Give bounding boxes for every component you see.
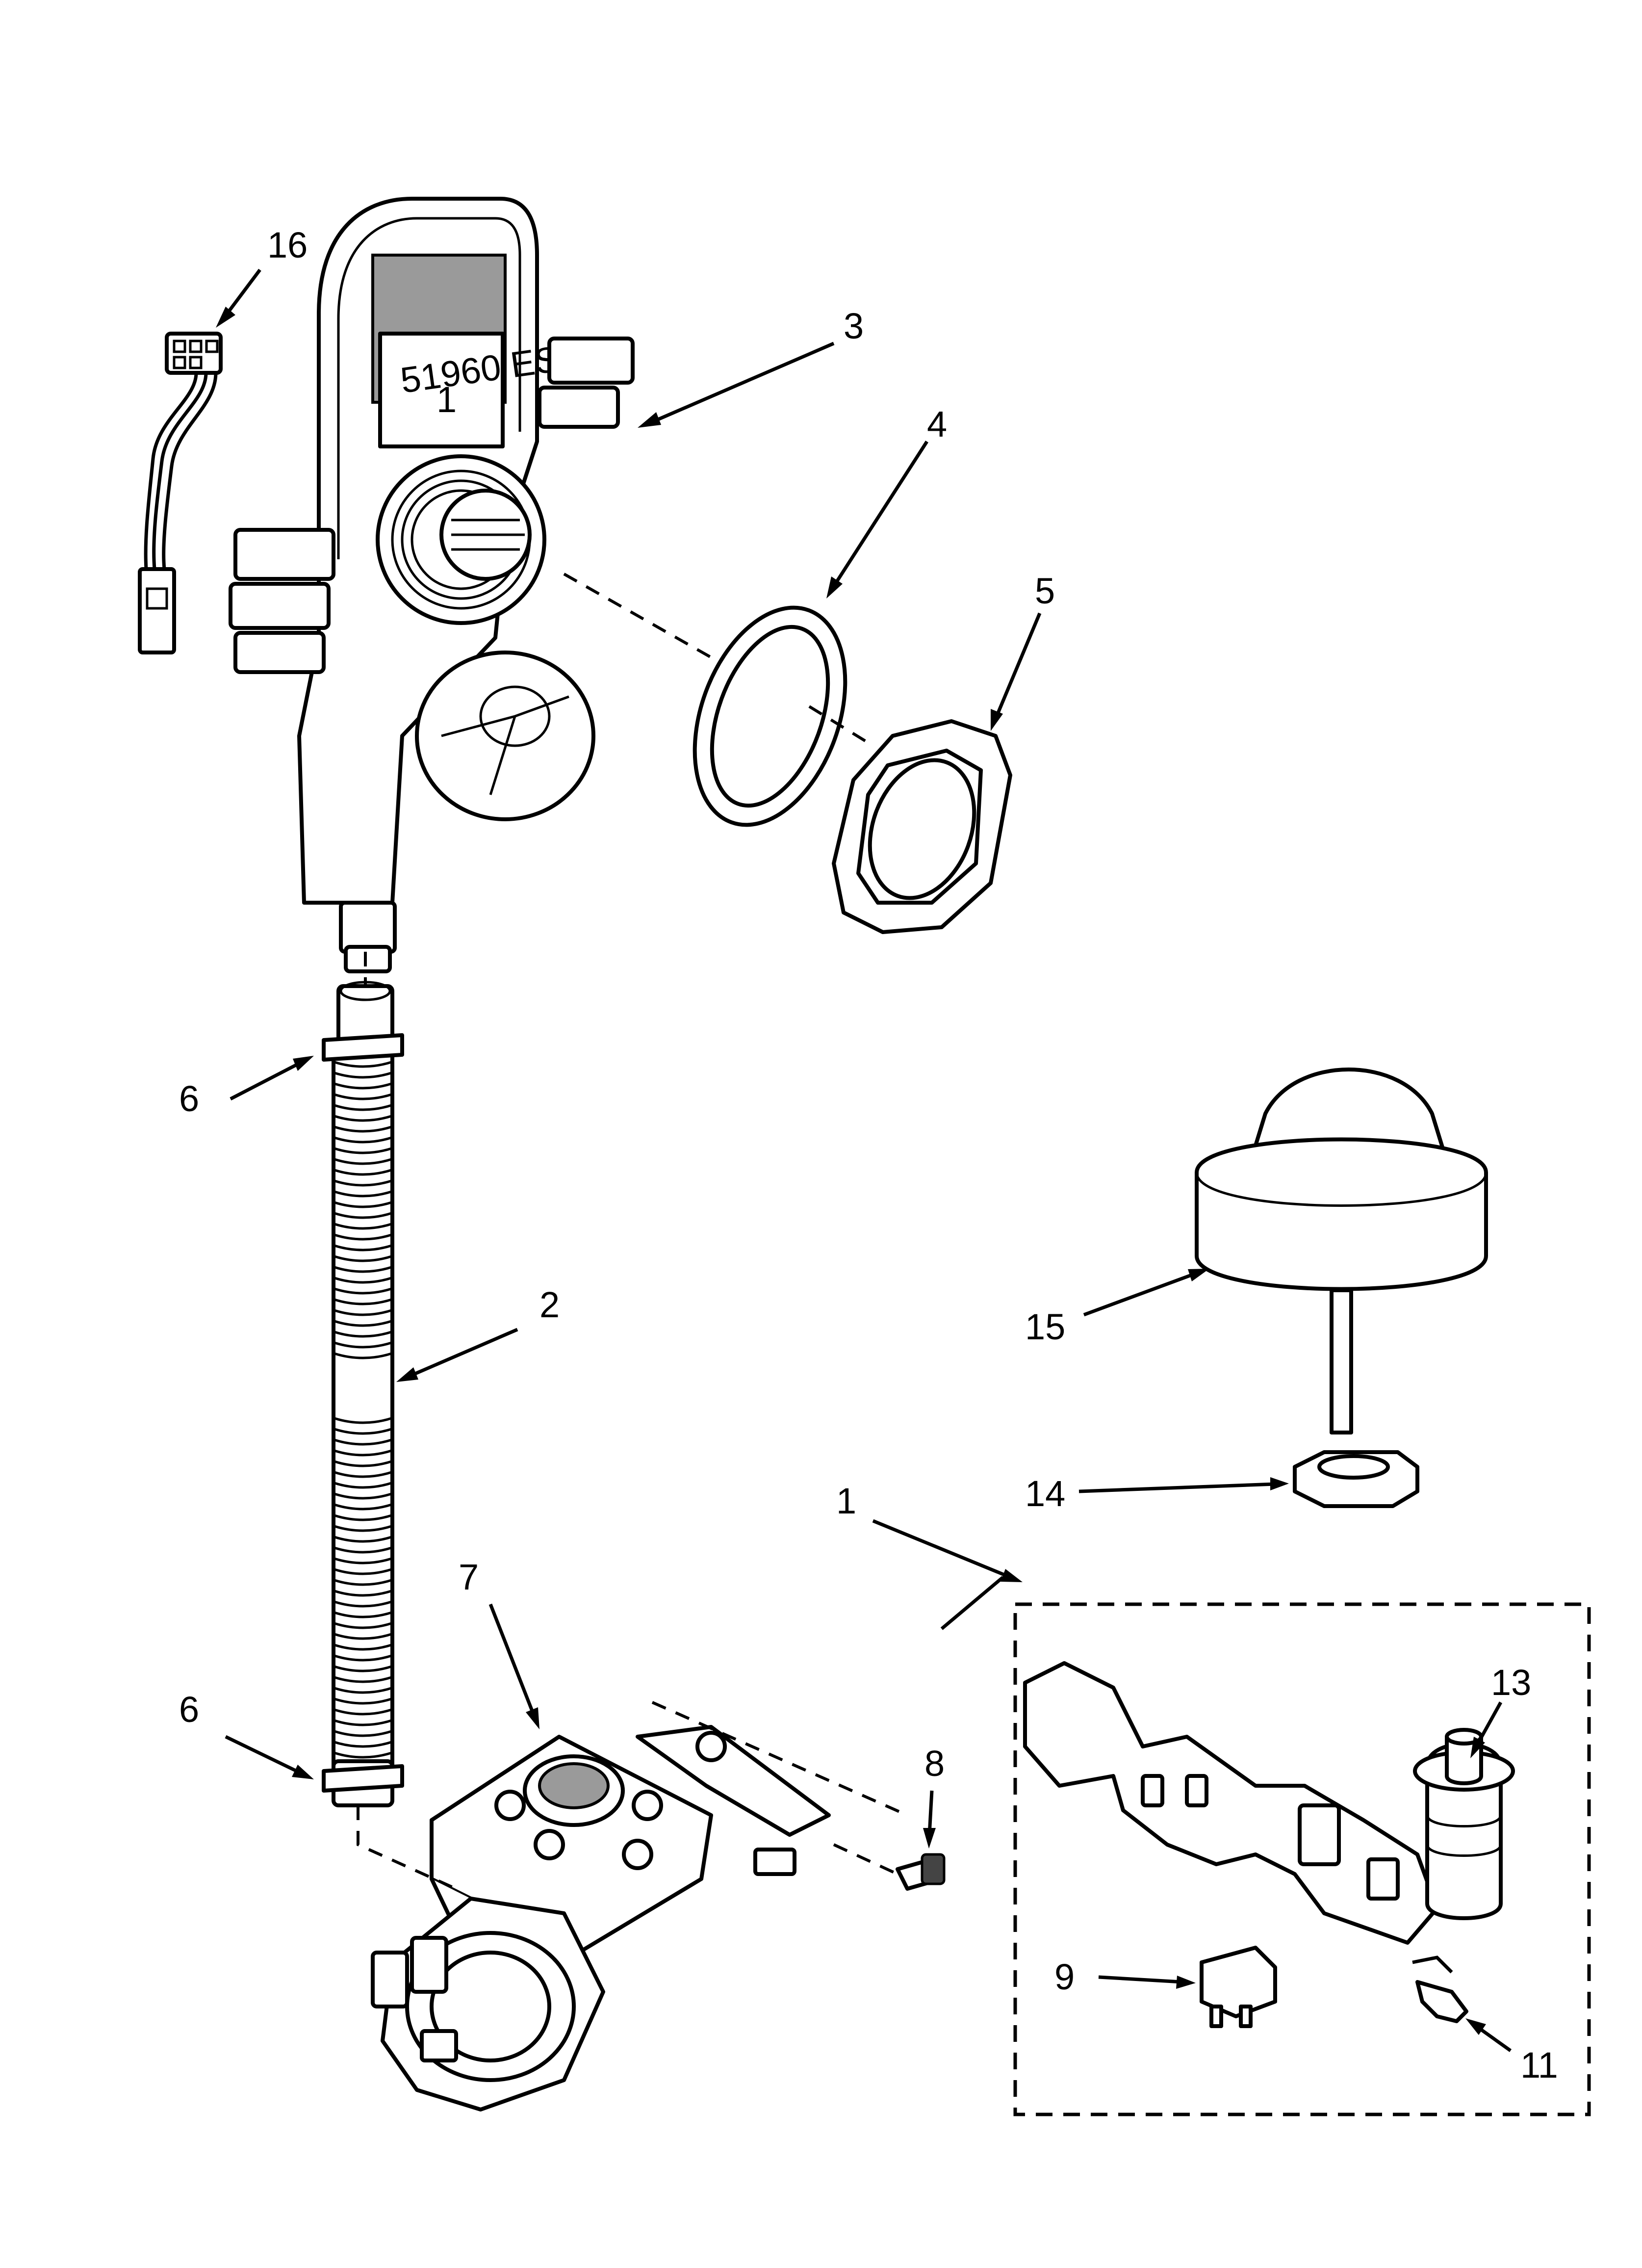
callout-5: 5 bbox=[1035, 571, 1055, 611]
part-11-switch bbox=[1200, 1946, 1277, 2028]
part-5-nut bbox=[832, 719, 1012, 934]
part-3-housing: 51960 ES 1 bbox=[229, 197, 635, 973]
callout-1: 1 bbox=[836, 1481, 856, 1521]
callout-16: 11 bbox=[1520, 2045, 1558, 2086]
callout-7: 7 bbox=[459, 1557, 479, 1597]
leader-lines bbox=[216, 268, 1512, 2052]
part-9-wire-harness bbox=[138, 332, 223, 654]
assembly-1-box bbox=[1013, 1602, 1591, 2116]
callout-2: 2 bbox=[539, 1284, 560, 1325]
part-15-knob bbox=[1195, 1068, 1488, 1434]
callout-9: 16 bbox=[267, 225, 308, 265]
part-8-screw bbox=[896, 1853, 946, 1891]
part-4-gasket bbox=[693, 605, 847, 827]
callout-14: 14 bbox=[1025, 1473, 1065, 1514]
callout-13: 13 bbox=[1491, 1662, 1531, 1703]
callout-4: 4 bbox=[927, 404, 947, 444]
callout-3: 3 bbox=[844, 306, 864, 346]
part-14-hex-nut bbox=[1293, 1450, 1419, 1508]
callout-8: 8 bbox=[924, 1743, 945, 1784]
part-2-hose bbox=[322, 981, 404, 1807]
housing-stamp-line2: 1 bbox=[436, 379, 457, 420]
callout-labels: 16 3 4 5 6 2 1 7 6 8 15 14 13 9 11 bbox=[179, 225, 1558, 2086]
part-16-clip bbox=[1412, 1955, 1468, 2023]
callout-15: 15 bbox=[1025, 1306, 1065, 1347]
assembly-1-bracket bbox=[1023, 1661, 1439, 1945]
callout-6-top: 6 bbox=[179, 1078, 199, 1119]
callout-6-bottom: 6 bbox=[179, 1689, 199, 1730]
callout-11: 9 bbox=[1054, 1956, 1075, 1997]
part-7-valve bbox=[371, 1725, 831, 2112]
part-13-sensor bbox=[1413, 1728, 1515, 1920]
